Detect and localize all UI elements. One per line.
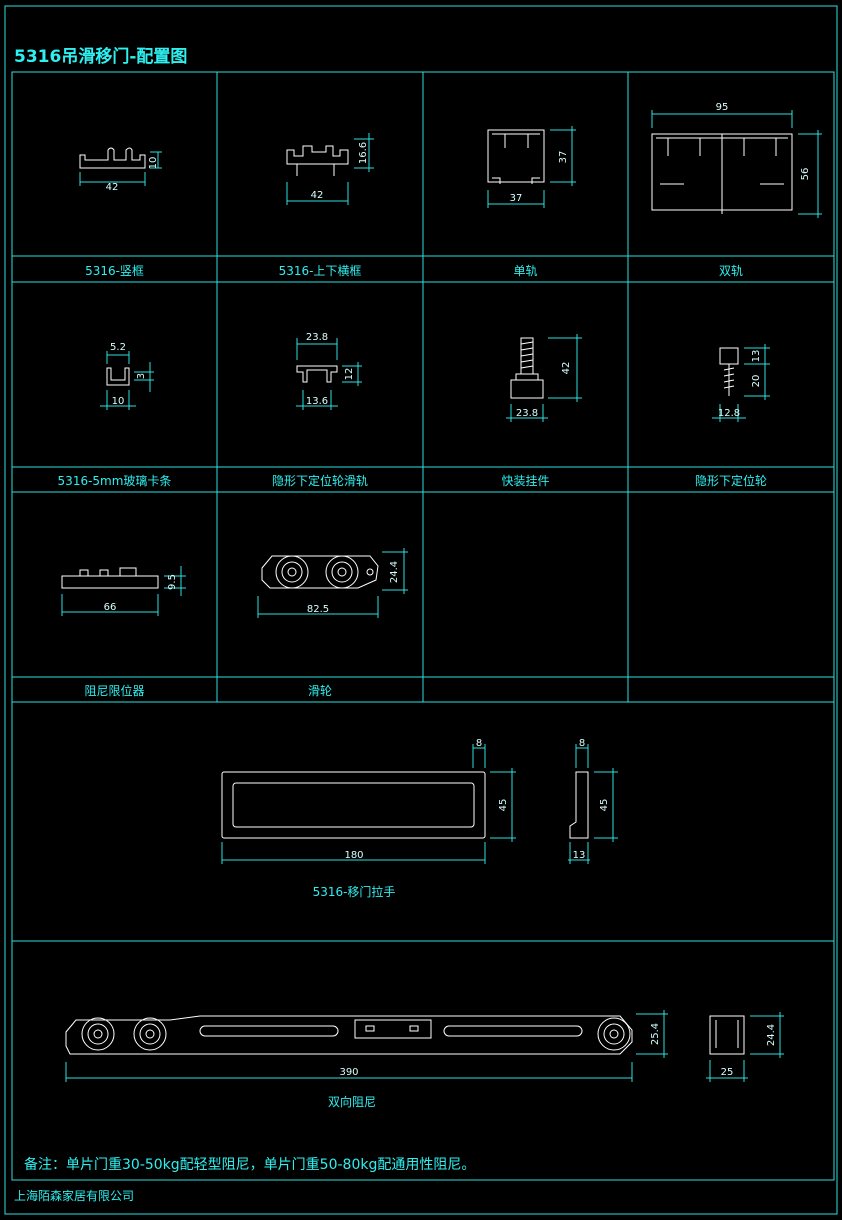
- dim-c7-width: 23.8: [516, 408, 538, 419]
- profile-quick-hanger: [506, 334, 582, 422]
- caption-glass-clip: 5316-5mm玻璃卡条: [57, 474, 172, 488]
- caption-quick-hanger: 快装挂件: [501, 474, 550, 488]
- dim-damper-width: 390: [339, 1067, 358, 1078]
- dim-c6-width: 13.6: [306, 396, 328, 407]
- part-damper-stopper: [61, 566, 186, 616]
- dim-handle-depth: 8: [476, 738, 482, 749]
- dim-c4-width: 95: [716, 102, 729, 113]
- company-name: 上海陌森家居有限公司: [14, 1189, 135, 1203]
- profile-top-bottom-frame: [286, 133, 374, 205]
- dim-c2-height: 16.6: [358, 142, 369, 164]
- remark-note: 备注：单片门重30-50kg配轻型阻尼，单片门重50-80kg配通用性阻尼。: [24, 1157, 476, 1173]
- part-pulley: [257, 548, 408, 618]
- caption-top-bottom-frame: 5316-上下横框: [278, 264, 362, 278]
- caption-single-track: 单轨: [513, 264, 538, 278]
- caption-hidden-guide-wheel: 隐形下定位轮: [694, 474, 767, 488]
- dim-c8-height-top: 13: [751, 350, 762, 363]
- dim-handle-side-width: 13: [573, 850, 586, 861]
- profile-glass-clip: [100, 351, 154, 410]
- dim-handle-side-depth: 8: [579, 738, 585, 749]
- dim-c6-top: 23.8: [306, 332, 328, 343]
- dim-damper-height: 25.4: [650, 1023, 661, 1045]
- dim-c1-width: 42: [106, 182, 119, 193]
- part-double-damper: [65, 1010, 784, 1082]
- dim-handle-width: 180: [344, 850, 363, 861]
- caption-hidden-guide-rail: 隐形下定位轮滑轨: [271, 474, 368, 488]
- dim-c10-width: 82.5: [307, 604, 329, 615]
- dim-c5-top: 5.2: [110, 342, 126, 353]
- dim-c1-height: 10: [148, 157, 159, 170]
- dim-c4-height: 56: [800, 168, 811, 181]
- dim-handle-side-height: 45: [599, 799, 610, 812]
- caption-damper-stopper: 阻尼限位器: [84, 684, 145, 698]
- dim-c5-width: 10: [112, 396, 125, 407]
- dim-damper-side-width: 25: [721, 1067, 734, 1078]
- profile-hidden-guide-rail: [296, 338, 362, 410]
- caption-double-damper: 双向阻尼: [327, 1095, 376, 1109]
- dim-c2-width: 42: [311, 190, 324, 201]
- dim-c8-width: 12.8: [718, 408, 740, 419]
- profile-single-track: [487, 126, 576, 208]
- dim-handle-height: 45: [498, 799, 509, 812]
- page-title: 5316吊滑移门-配置图: [14, 47, 188, 67]
- dim-c9-height: 9.5: [167, 574, 178, 590]
- dim-c3-height: 37: [558, 151, 569, 164]
- dim-c9-width: 66: [104, 602, 117, 613]
- dim-c6-height: 12: [344, 368, 355, 381]
- dim-c7-height: 42: [561, 362, 572, 375]
- profile-double-track: [651, 110, 822, 218]
- caption-door-handle: 5316-移门拉手: [312, 885, 396, 899]
- dim-c5-height: 3: [136, 373, 147, 379]
- caption-pulley: 滑轮: [307, 684, 332, 698]
- dim-c8-height-bottom: 20: [751, 375, 762, 388]
- dim-c3-width: 37: [510, 193, 523, 204]
- frame-lines: [4, 5, 838, 1215]
- caption-double-track: 双轨: [718, 264, 743, 278]
- dim-damper-side-height: 24.4: [766, 1024, 777, 1046]
- profile-vertical-frame: [79, 147, 162, 186]
- dim-c10-height: 24.4: [389, 561, 400, 583]
- caption-vertical-frame: 5316-竖框: [85, 264, 144, 278]
- profile-hidden-guide-wheel: [712, 344, 770, 422]
- part-door-handle: [221, 744, 618, 864]
